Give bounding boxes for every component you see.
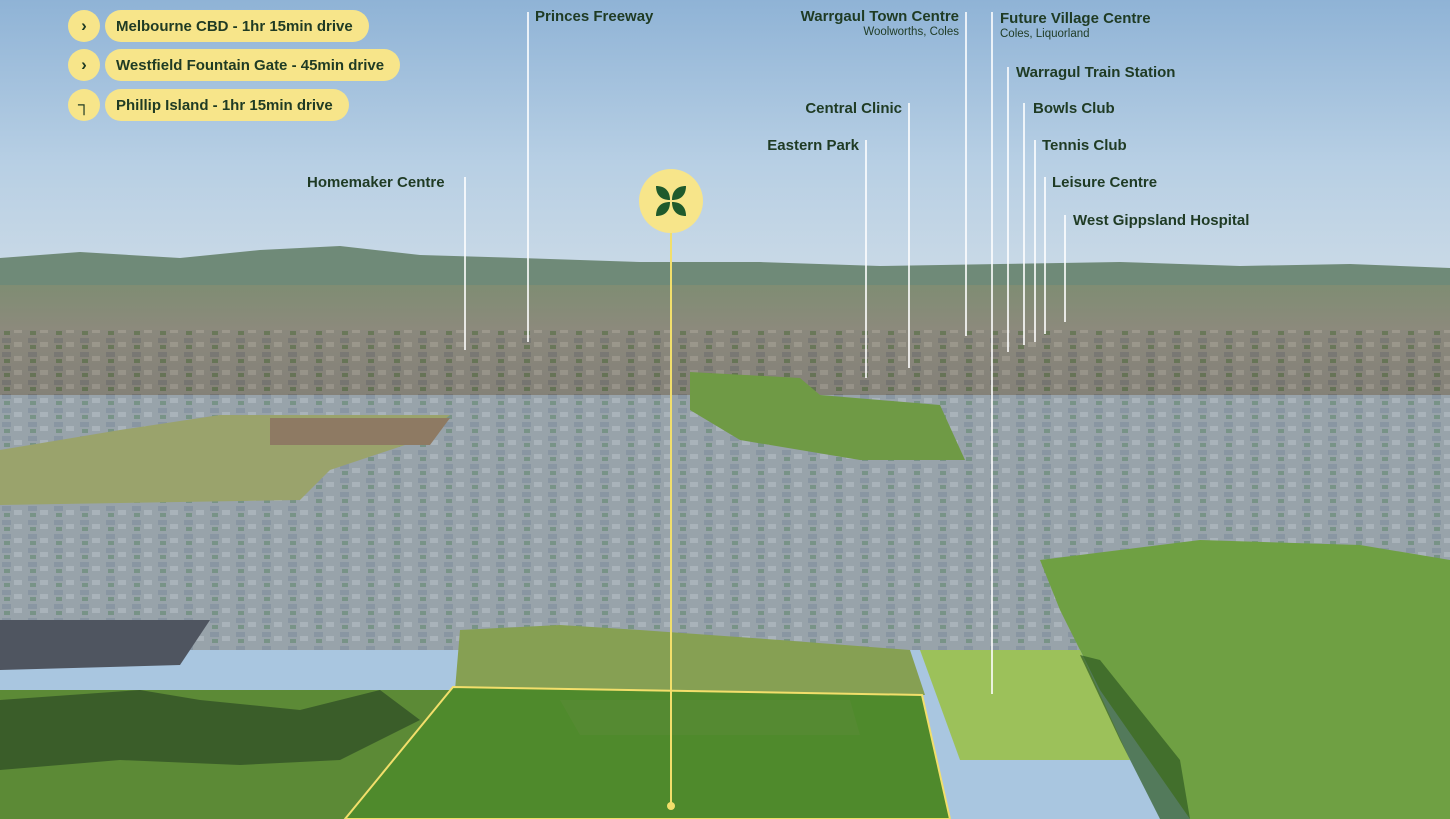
site-boundary-outline [343,685,952,819]
label-warragul-train-station: Warragul Train Station [1016,64,1176,81]
label-princes-freeway: Princes Freeway [535,8,654,25]
label-central-clinic: Central Clinic [805,100,902,117]
travel-label-westfield: Westfield Fountain Gate - 45min drive [105,49,401,81]
label-bowls-club: Bowls Club [1033,100,1115,117]
four-leaf-logo-icon [656,186,686,216]
travel-row-westfield: › Westfield Fountain Gate - 45min drive [68,49,401,81]
site-location-marker [639,169,703,233]
label-west-gippsland-hospital: West Gippsland Hospital [1073,212,1250,229]
travel-label-melbourne-cbd: Melbourne CBD - 1hr 15min drive [105,10,369,42]
travel-row-phillip-island: ┐ Phillip Island - 1hr 15min drive [68,89,349,121]
label-warrgaul-town-centre-sub: Woolworths, Coles [863,26,959,38]
label-future-village-centre-sub: Coles, Liquorland [1000,28,1090,40]
label-homemaker-centre: Homemaker Centre [307,174,445,191]
travel-row-melbourne-cbd: › Melbourne CBD - 1hr 15min drive [68,10,369,42]
chevron-right-icon: › [68,10,100,42]
chevron-right-icon: › [68,49,100,81]
label-future-village-centre: Future Village Centre [1000,10,1151,27]
label-tennis-club: Tennis Club [1042,137,1127,154]
label-warrgaul-town-centre: Warrgaul Town Centre [800,8,959,25]
turn-right-icon: ┐ [68,89,100,121]
label-leisure-centre: Leisure Centre [1052,174,1158,191]
travel-label-phillip-island: Phillip Island - 1hr 15min drive [105,89,349,121]
label-eastern-park: Eastern Park [767,137,859,154]
site-leader-dot [667,802,675,810]
